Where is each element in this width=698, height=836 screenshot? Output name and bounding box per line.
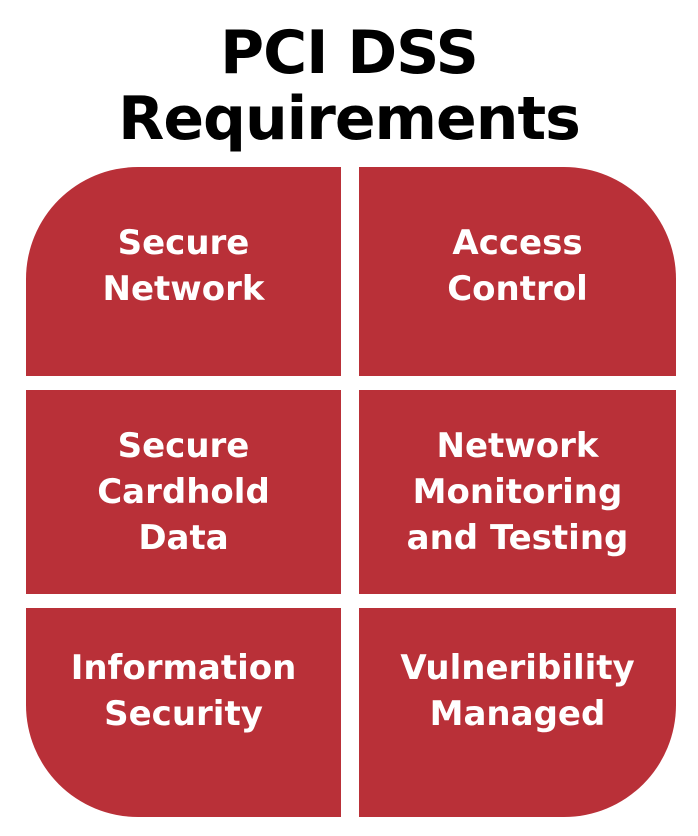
tile-label: Secure Cardhold Data: [97, 426, 270, 558]
tile-label: Secure Network: [102, 222, 265, 309]
tile-access-control: Access Control: [359, 167, 676, 376]
tile-label: Access Control: [447, 222, 588, 309]
title-line-1: PCI DSS: [220, 18, 479, 88]
tile-label: Information Security: [70, 647, 297, 734]
page-title: PCI DSS Requirements: [0, 20, 698, 152]
title-line-2: Requirements: [118, 84, 581, 154]
tile-label: Vulneribility Managed: [400, 647, 635, 734]
tile-label: Network Monitoring and Testing: [406, 426, 629, 558]
requirements-grid: Secure Network Access Control Secure Car…: [26, 167, 676, 817]
tile-vulnerability-managed: Vulneribility Managed: [359, 608, 676, 817]
tile-secure-network: Secure Network: [26, 167, 341, 376]
tile-secure-cardhold-data: Secure Cardhold Data: [26, 390, 341, 594]
tile-network-monitoring-testing: Network Monitoring and Testing: [359, 390, 676, 594]
tile-information-security: Information Security: [26, 608, 341, 817]
